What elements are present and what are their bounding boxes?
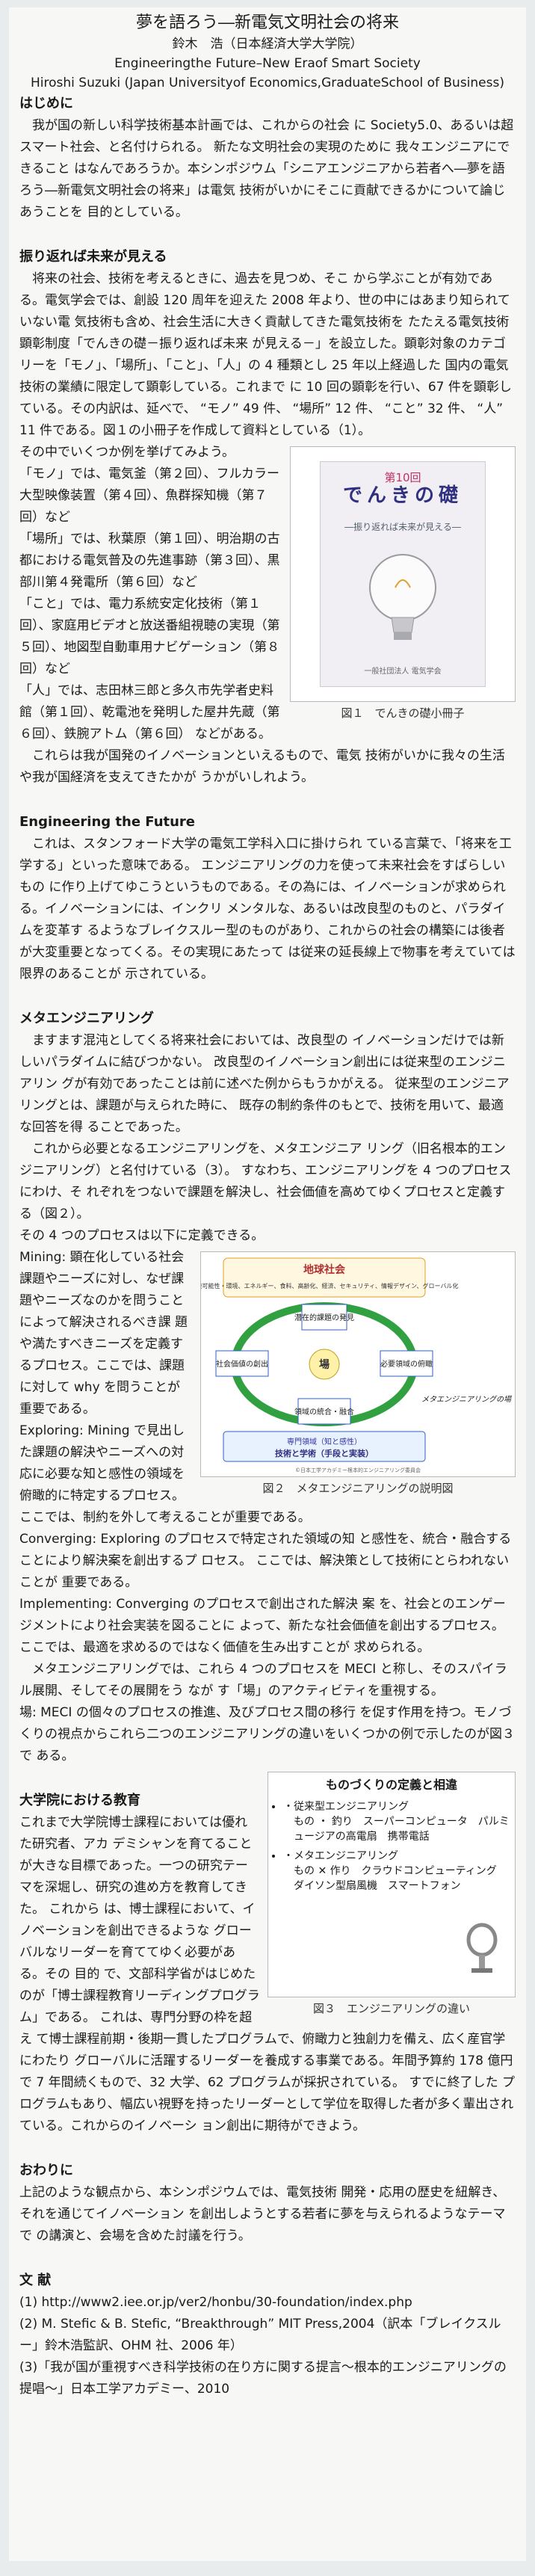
author-english: Hiroshi Suzuki (Japan Universityof Econo…: [31, 76, 504, 90]
reference-2: (2) M. Stefic & B. Stefic, “Breakthrough…: [19, 2317, 501, 2353]
section-heading-graduate: 大学院における教育: [19, 1793, 140, 1808]
section-heading-closing: おわりに: [19, 2163, 73, 2178]
diagram-implementing: 社会価値の創出: [216, 1359, 268, 1369]
article-title: 夢を語ろう―新電気文明社会の将来: [135, 13, 399, 32]
figure-2: 地球社会 持続可能性・環境、エネルギー、食料、高齢化、経済、セキュリティ、情報デ…: [191, 1251, 516, 1497]
meta-paragraph-4: メタエンジニアリングでは、これら 4 つのプロセスを MECI と称し、そのスパ…: [19, 1662, 507, 1698]
definition-title: ものづくりの定義と相違: [325, 1778, 457, 1792]
meta-paragraph-1: ますます混沌としてくる将来社会においては、改良型の イノベーションだけでは新しい…: [19, 1033, 510, 1135]
figure-3: ものづくりの定義と相違 ・従来型エンジニアリング もの ・ 釣り スーパーコンピ…: [268, 1772, 516, 2017]
definition-item-2: ・メタエンジニアリング: [283, 1850, 398, 1862]
author-japanese: 鈴木 浩（日本経済大学大学院）: [172, 37, 363, 52]
reference-3: (3)「我が国が重視すべき科学技術の在り方に関する提言～根本的エンジニアリングの…: [19, 2360, 507, 2397]
definition-box: ものづくりの定義と相違 ・従来型エンジニアリング もの ・ 釣り スーパーコンピ…: [268, 1772, 516, 1997]
section-heading-history: 振り返れば未来が見える: [19, 249, 167, 265]
diagram-footer: ©日本工学アカデミー根本的エンジニアリング委員会: [295, 1467, 421, 1473]
history-paragraph-2: その中でいくつか例を挙げてみよう。: [19, 445, 235, 460]
history-examples-koto: 「こと」では、電力系統安定化技術（第１回）、家庭用ビデオと放送番組視聴の実現（第…: [19, 597, 280, 677]
references: 文 献 (1) http://www2.iee.or.jp/ver2/honbu…: [19, 2270, 516, 2400]
process-exploring: Exploring: Mining で見出した課題の解決やニーズへの対 応に必要…: [19, 1423, 311, 1525]
article-header: 夢を語ろう―新電気文明社会の将来 鈴木 浩（日本経済大学大学院） Enginee…: [19, 12, 516, 93]
section-heading-meta-engineering: メタエンジニアリング: [19, 1011, 154, 1026]
definition-item-conventional: ・従来型エンジニアリング もの ・ 釣り スーパーコンピュータ パルミュージアの…: [283, 1799, 515, 1844]
diagram-right-label: メタエンジニアリングの場: [421, 1395, 512, 1404]
meta-paragraph-2: これから必要となるエンジニアリングを、メタエンジニア リング（旧名根本的エンジニ…: [19, 1141, 512, 1221]
diagram-center: 場: [319, 1358, 330, 1371]
definition-item-meta: ・メタエンジニアリング もの ✕ 作り クラウドコンピューティング ダイソン型扇…: [283, 1849, 515, 1894]
fan-icon: [466, 1923, 498, 1973]
diagram-top-sub: 持続可能性・環境、エネルギー、食料、高齢化、経済、セキュリティ、情報デザイン、グ…: [201, 1282, 458, 1289]
closing-paragraph: 上記のような観点から、本シンポジウムでは、電気技術 開発・応用の歴史を紐解き、そ…: [19, 2185, 506, 2243]
diagram-bottom-sub: 技術と学術（手段と実装）: [275, 1448, 374, 1458]
lightbulb-icon: [369, 554, 436, 640]
figure-1-caption: 図１ でんきの礎小冊子: [341, 706, 465, 720]
figure-2-caption: 図２ メタエンジニアリングの説明図: [262, 1482, 454, 1495]
meta-paragraph-3: その 4 つのプロセスは以下に定義できる。: [19, 1228, 265, 1243]
engineering-future-paragraph: これは、スタンフォード大学の電気工学科入口に掛けられ ている言葉で、「将来を工学…: [19, 836, 516, 982]
section-heading-engineering-future: Engineering the Future: [19, 814, 196, 830]
history-examples-mono: 「モノ」では、電気釜（第２回）、フルカラー大型映像装置（第４回）、魚群探知機（第…: [19, 466, 279, 525]
booklet-image: 第10回 でんきの礎 ―振り返れば未来が見える― 一般社団法人 電気学会: [290, 446, 516, 702]
diagram-top-title: 地球社会: [303, 1263, 346, 1276]
definition-item-2-sub: もの ✕ 作り クラウドコンピューティング ダイソン型扇風機 スマートフォン: [294, 1865, 507, 1892]
history-examples-person: 「人」では、志田林三郎と多久市先学者史料館（第１回）、乾電池を発明した屋井先蔵（…: [19, 683, 280, 742]
cover-subtitle: ―振り返れば未来が見える―: [344, 522, 461, 532]
meci-diagram-svg: 地球社会 持続可能性・環境、エネルギー、食料、高齢化、経済、セキュリティ、情報デ…: [191, 1257, 512, 1473]
diagram-mining: 潜在的課題の発見: [294, 1313, 354, 1322]
history-paragraph-1: 将来の社会、技術を考えるときに、過去を見つめ、そこ から学ぶことが有効である。電…: [19, 271, 512, 438]
diagram-exploring: 必要領域の俯瞰: [380, 1359, 433, 1369]
figure-3-caption: 図３ エンジニアリングの違い: [312, 2002, 470, 2015]
intro-paragraph: 我が国の新しい科学技術基本計画では、これからの社会 に Society5.0、あ…: [19, 118, 514, 220]
cover-number: 第10回: [384, 471, 421, 484]
section-heading-intro: はじめに: [19, 96, 73, 111]
diagram-converging: 領域の統合・融合: [294, 1407, 354, 1417]
history-paragraph-3: これらは我が国発のイノベーションといえるもので、電気 技術がいかに我々の生活や我…: [19, 748, 505, 785]
meta-paragraph-ba: 場: MECI の個々のプロセスの推進、及びプロセス間の移行 を促す作用を持つ。…: [19, 1705, 515, 1763]
definition-item-1: ・従来型エンジニアリング: [283, 1801, 409, 1813]
process-converging: Converging: Exploring のプロセスで特定された領域の知 と感…: [19, 1532, 512, 1590]
meci-diagram: 地球社会 持続可能性・環境、エネルギー、食料、高齢化、経済、セキュリティ、情報デ…: [191, 1251, 516, 1477]
cover-title: でんきの礎: [342, 484, 463, 507]
definition-list: ・従来型エンジニアリング もの ・ 釣り スーパーコンピュータ パルミュージアの…: [268, 1799, 515, 1894]
history-examples-place: 「場所」では、秋葉原（第１回）、明治期の古都における電気普及の先進事跡（第３回）…: [19, 531, 280, 590]
diagram-bottom: 専門領域（知と感性）: [287, 1437, 362, 1446]
english-subtitle: Engineeringthe Future–New Eraof Smart So…: [114, 56, 421, 71]
graduate-paragraph: これまで大学院博士課程においては優れた研究者、アカ デミシャンを育てることが大き…: [19, 1815, 515, 2133]
definition-item-1-sub: もの ・ 釣り スーパーコンピュータ パルミュージアの高電扇 携帯電話: [294, 1816, 510, 1843]
figure-1: 第10回 でんきの礎 ―振り返れば未来が見える― 一般社団法人 電気学会 図１ …: [290, 446, 516, 721]
section-heading-references: 文 献: [19, 2273, 52, 2288]
reference-1: (1) http://www2.iee.or.jp/ver2/honbu/30-…: [19, 2295, 412, 2310]
cover-publisher: 一般社団法人 電気学会: [364, 668, 442, 676]
process-mining: Mining: 顕在化している社会課題やニーズに対し、なぜ課 題やニーズなのかを…: [19, 1250, 188, 1417]
article-page: 夢を語ろう―新電気文明社会の将来 鈴木 浩（日本経済大学大学院） Enginee…: [9, 7, 526, 2561]
booklet-cover: 第10回 でんきの礎 ―振り返れば未来が見える― 一般社団法人 電気学会: [320, 461, 486, 687]
process-implementing: Implementing: Converging のプロセスで創出された解決 案…: [19, 1597, 506, 1655]
